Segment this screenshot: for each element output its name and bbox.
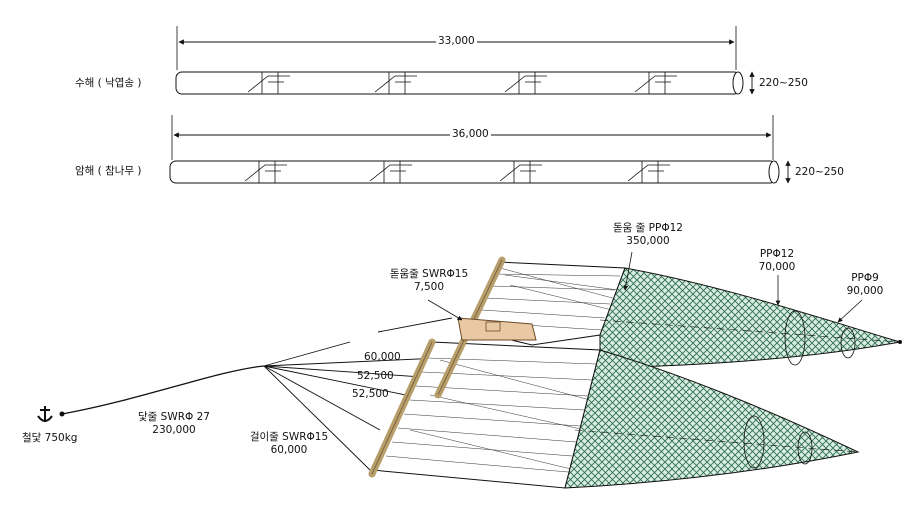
net-assembly	[37, 251, 902, 489]
lower-net-wing	[371, 341, 601, 489]
bridle-2-label: 52,500	[357, 370, 394, 382]
lower-beam-spar-edge	[371, 341, 433, 475]
upper-codend-hoop	[784, 310, 806, 366]
anchor-rope-label: 닻줄 SWRΦ 27 230,000	[138, 411, 210, 436]
lower-codend-hoop-2	[797, 431, 813, 465]
spar-2-group	[169, 115, 791, 184]
pp9-label: PPΦ9 90,000	[846, 272, 884, 297]
spar-2-name: 암해 ( 참나무 )	[75, 165, 142, 177]
anchor-label: 철닻 750kg	[22, 432, 78, 444]
label-leader-lines	[427, 251, 863, 323]
bridle-1-label: 60,000	[364, 351, 401, 363]
spar-2-pole-end	[768, 160, 780, 184]
buoy-hatch	[485, 321, 501, 332]
pp12-label: PPΦ12 70,000	[758, 248, 796, 273]
anchor-rope	[61, 365, 265, 415]
bridle-3-label: 52,500	[352, 388, 389, 400]
lower-wing-meshes	[385, 357, 597, 473]
lower-codend	[564, 349, 860, 489]
upper-codend-hoop-2	[840, 327, 856, 359]
spar-2-pole	[169, 160, 777, 184]
upper-wing-meshes	[477, 267, 621, 331]
spar-2-fittings	[244, 161, 670, 183]
spar-1-name: 수해 ( 낙엽송 )	[75, 77, 142, 89]
spar-2-length-label: 36,000	[450, 128, 491, 140]
spar-1-group	[175, 26, 755, 95]
spar-1-diameter-label: 220~250	[759, 77, 808, 89]
buoy-float	[457, 317, 537, 341]
upper-codend-tip	[898, 340, 902, 344]
lower-codend-hoop	[743, 415, 765, 469]
upper-codend-axis	[599, 319, 901, 343]
spar-1-pole	[175, 71, 741, 95]
spar-1-pole-end	[732, 71, 744, 95]
bridle-lines	[263, 317, 466, 471]
spar-2-diameter-label: 220~250	[795, 166, 844, 178]
lower-codend-axis	[574, 429, 859, 453]
anchor-icon	[37, 406, 53, 422]
hanging-rope-label: 걸이줄 SWRΦ15 60,000	[249, 431, 329, 456]
upper-codend	[599, 267, 901, 369]
buoy-rope-swr-label: 돋움줄 SWRΦ15 7,500	[389, 268, 469, 293]
spar-1-fittings	[247, 72, 677, 94]
spar-1-length-label: 33,000	[436, 35, 477, 47]
buoy-rope-pp-label: 돋움 줄 PPΦ12 350,000	[613, 222, 683, 247]
anchor-shackle	[59, 411, 65, 417]
